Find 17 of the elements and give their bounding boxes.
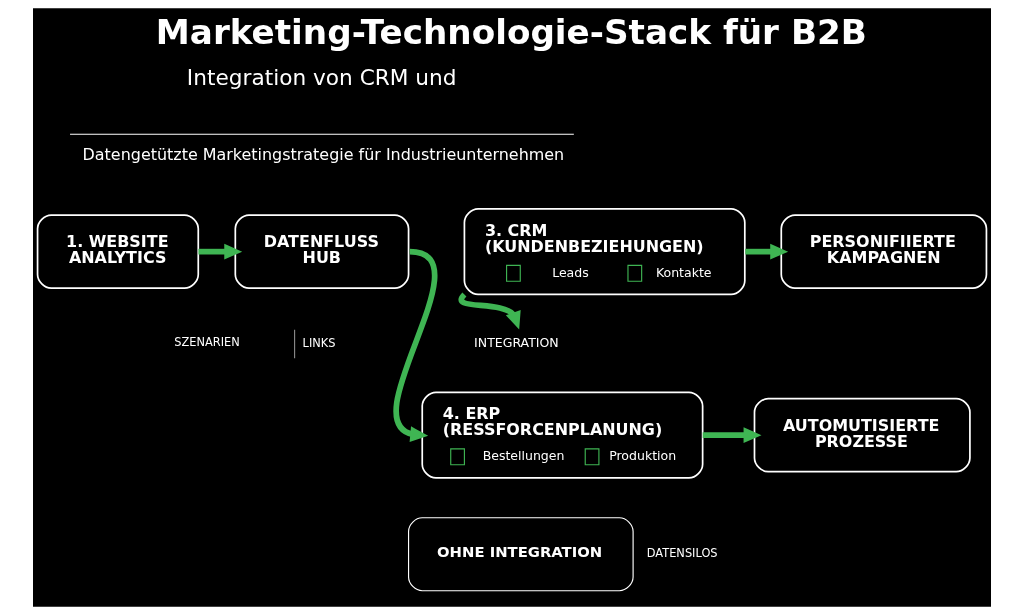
node-box: 4. ERP (RESSFORCENPLANUNG) Bestellungen Produktion: [421, 391, 704, 479]
diagram-title: Marketing-Technologie-Stack für B2B: [155, 11, 867, 52]
label: Datengetützte Marketingstrategie für Industrieunternehmen: [82, 144, 565, 164]
node-box: AUTOMUTISIERTE PROZESSE: [753, 397, 971, 473]
arrow: [745, 243, 789, 260]
node-box: DATENFLUSS HUB: [234, 214, 410, 289]
arrow: [702, 427, 762, 443]
arrow: [198, 243, 243, 260]
label: SZENARIEN: [174, 335, 240, 350]
node-box: 3. CRM (KUNDENBEZIEHUNGEN) Leads Kontakte: [463, 208, 746, 296]
label: LINKS: [302, 335, 336, 350]
arrow: [458, 292, 521, 330]
label: Integration von CRM und: [186, 65, 457, 91]
node-text: INTEGRATION: [474, 334, 559, 350]
node-label: DATENSILOS: [646, 546, 718, 561]
node-box: PERSONIFIIERTE KAMPAGNEN: [780, 214, 988, 289]
node-box: 1. WEBSITE ANALYTICS: [36, 214, 200, 289]
